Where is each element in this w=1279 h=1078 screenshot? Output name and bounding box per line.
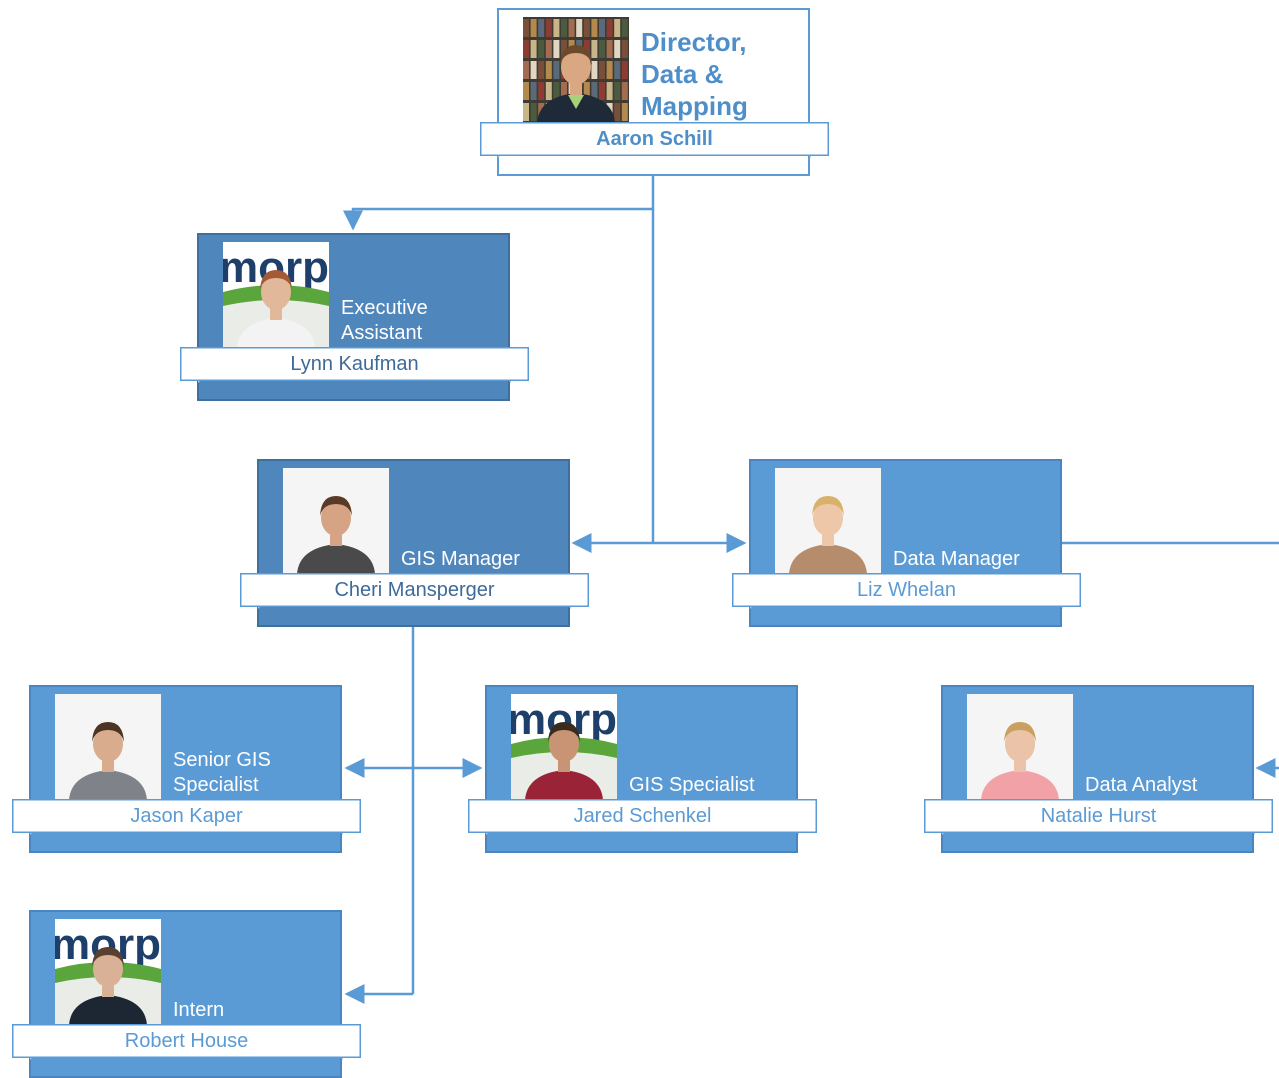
job-title: Director, Data & Mapping	[641, 27, 748, 121]
connector-director-to-assistant	[343, 176, 655, 231]
portrait-photo-icon	[775, 468, 881, 574]
name-banner: Jared Schenkel	[468, 799, 817, 835]
job-title: Intern	[173, 999, 225, 1021]
name-banner: Cheri Mansperger	[240, 573, 589, 609]
person-name: Natalie Hurst	[1040, 805, 1157, 827]
person-name: Jason Kaper	[130, 805, 243, 827]
job-title: GIS Manager	[401, 548, 520, 570]
morpc-backdrop-photo-icon: morpc	[223, 242, 329, 348]
org-card-robert[interactable]: morpcInternRobert House	[12, 910, 361, 1078]
library-photo-icon	[523, 17, 629, 123]
job-title: Data Analyst	[1085, 774, 1198, 796]
person-name: Cheri Mansperger	[334, 579, 495, 601]
person-name: Robert House	[124, 1030, 249, 1052]
name-banner: Lynn Kaufman	[180, 347, 529, 383]
morpc-backdrop-photo-icon: morpc	[511, 694, 617, 800]
name-banner: Aaron Schill	[480, 122, 829, 158]
name-banner: Robert House	[12, 1024, 361, 1060]
job-title: Executive Assistant	[341, 297, 428, 344]
name-banner: Natalie Hurst	[924, 799, 1273, 835]
job-title: Data Manager	[893, 548, 1020, 570]
person-name: Aaron Schill	[596, 128, 713, 150]
name-banner: Jason Kaper	[12, 799, 361, 835]
person-name: Liz Whelan	[857, 579, 956, 601]
job-title: GIS Specialist	[629, 774, 755, 796]
person-name: Jared Schenkel	[573, 805, 712, 827]
name-banner: Liz Whelan	[732, 573, 1081, 609]
person-name: Lynn Kaufman	[290, 353, 419, 375]
morpc-backdrop-photo-icon: morpc	[55, 919, 161, 1025]
portrait-photo-icon	[55, 694, 161, 800]
job-title: Senior GIS Specialist	[173, 749, 271, 796]
portrait-photo-icon	[967, 694, 1073, 800]
portrait-photo-icon	[283, 468, 389, 574]
